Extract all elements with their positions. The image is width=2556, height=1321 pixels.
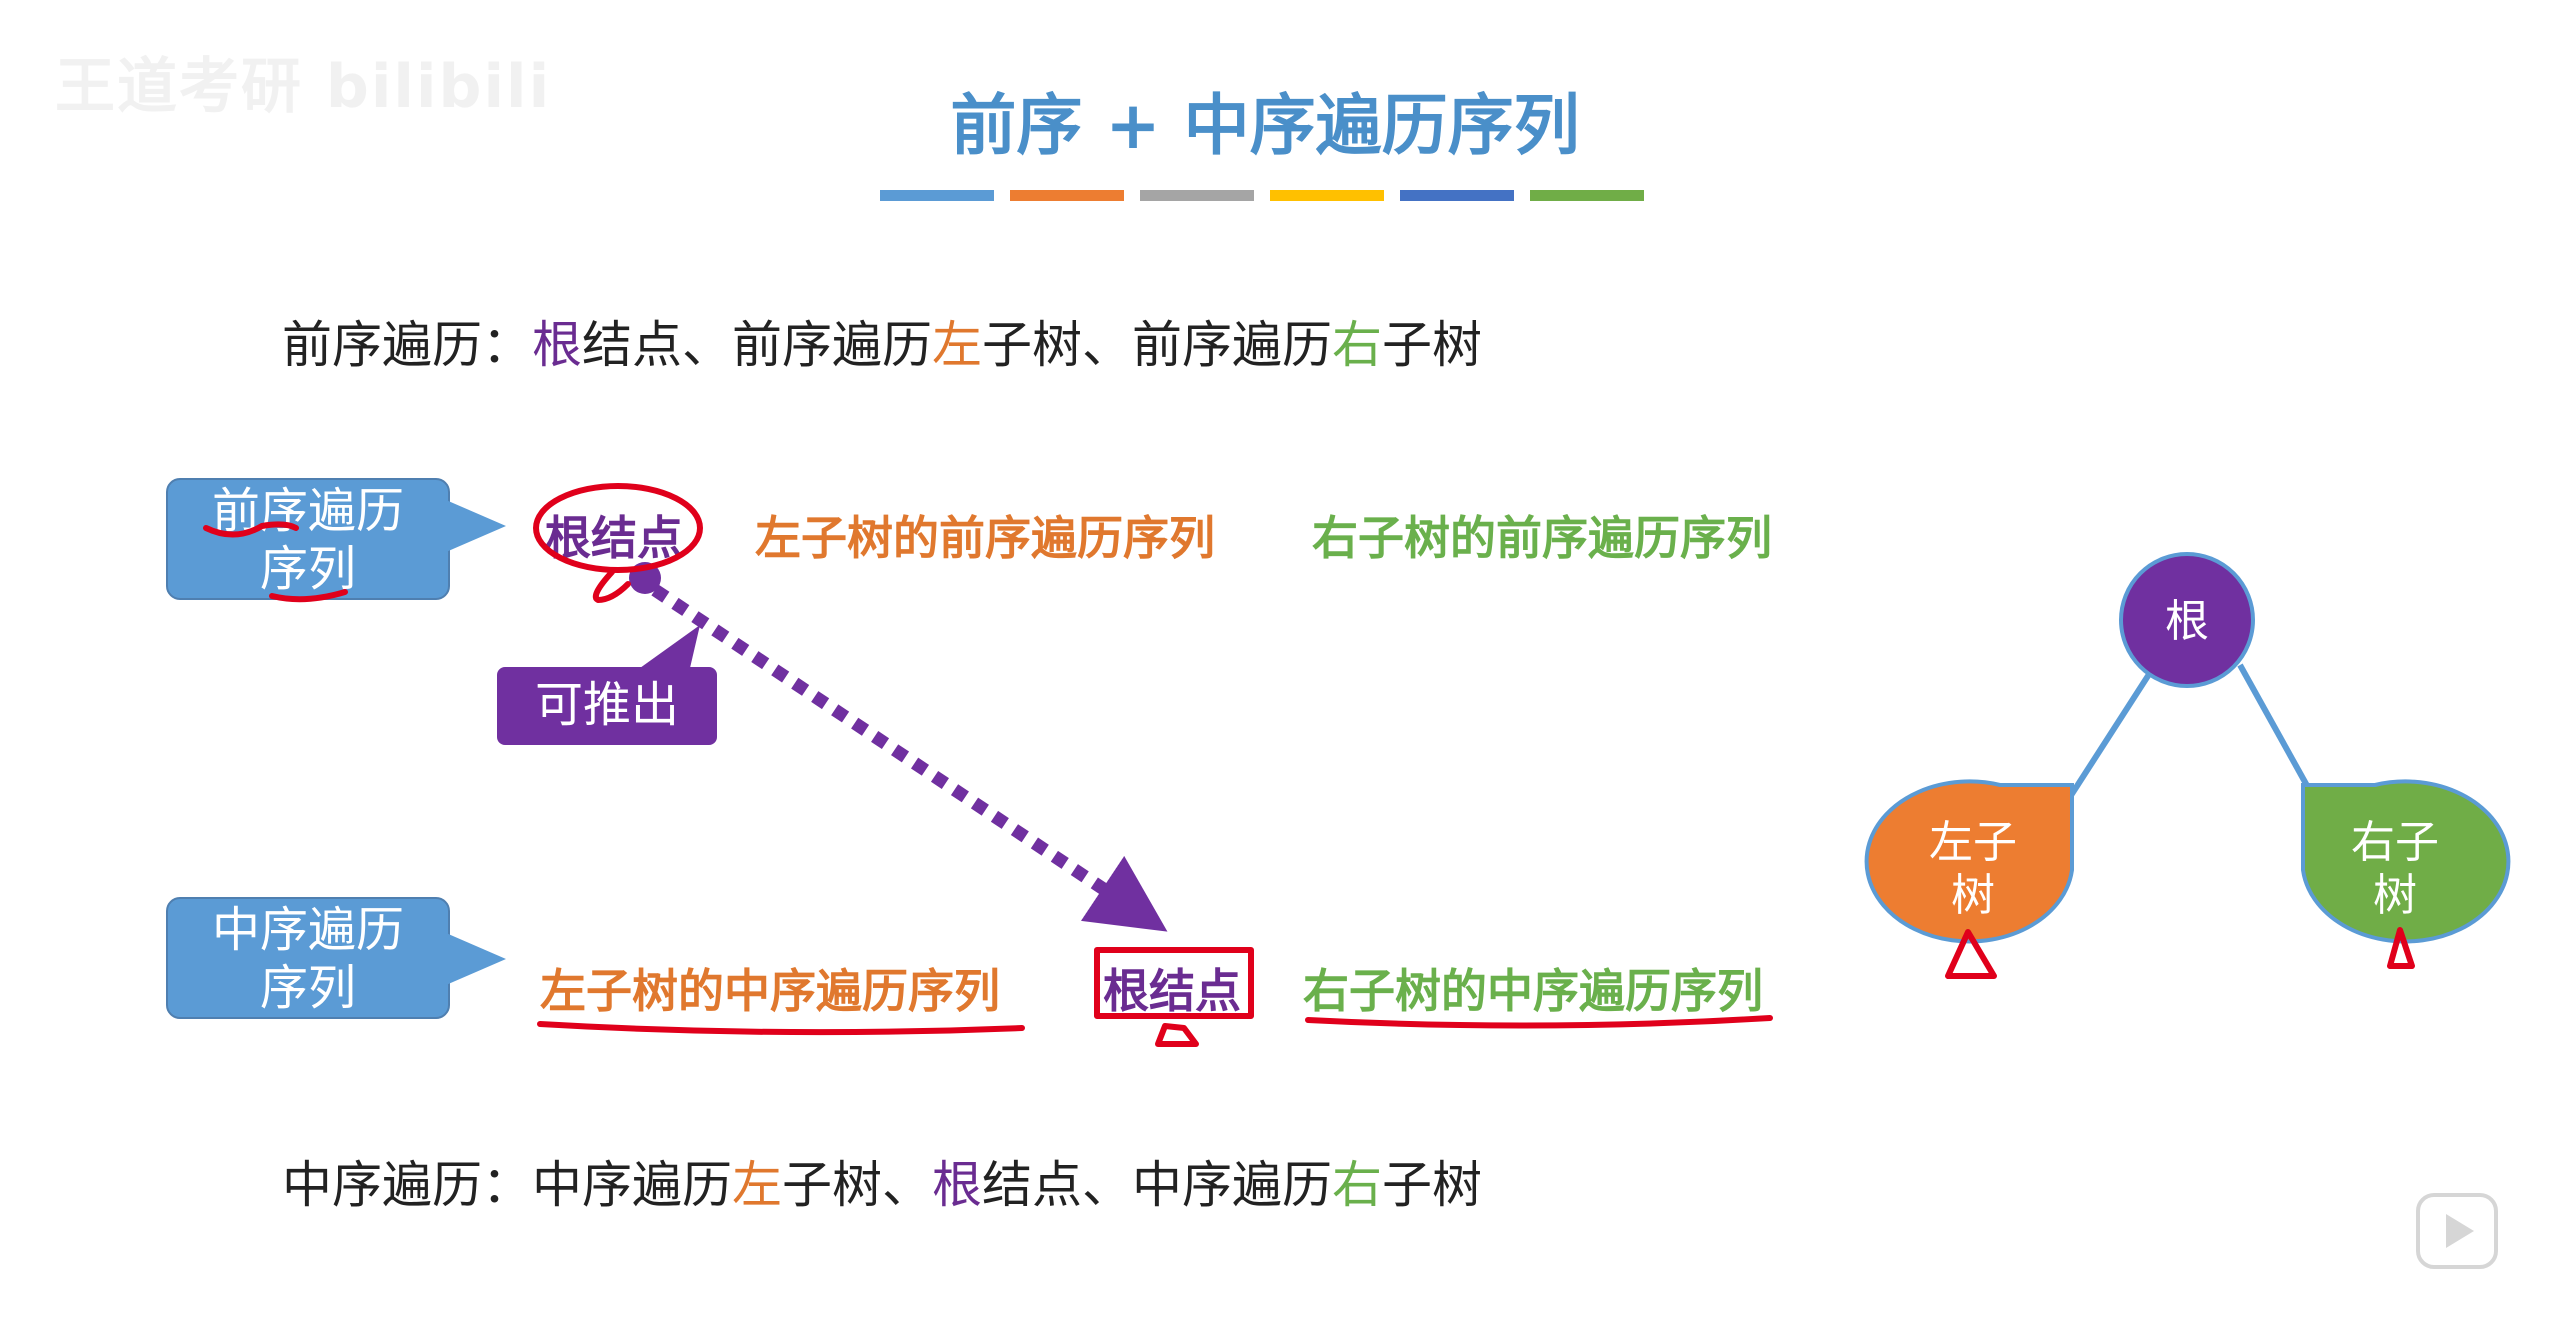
- tree-root-node: [2119, 552, 2255, 688]
- right-subtree-tick: [2387, 927, 2415, 969]
- title-bar: [1270, 190, 1384, 201]
- tree-right-subtree: [2301, 779, 2511, 944]
- tree-right-label-2: 树: [2373, 870, 2417, 921]
- preorder-callout-line1: 前序遍历: [211, 483, 404, 539]
- tree-left-label-2: 树: [1951, 870, 1995, 921]
- inorder-callout-line2: 序列: [259, 960, 356, 1016]
- title-bar: [1400, 190, 1514, 201]
- inorder-root-node: 根结点: [1103, 964, 1241, 1018]
- tree-right-label-1: 右子: [2351, 817, 2439, 868]
- title-color-bars: [880, 190, 1660, 201]
- inorder-def-part1: 子树、: [782, 1156, 932, 1214]
- slide-title: 前序 + 中序遍历序列: [950, 87, 1580, 164]
- tree-left-label-1: 左子: [1929, 817, 2017, 868]
- play-icon[interactable]: [2416, 1193, 2498, 1269]
- preorder-right-subtree-seq: 右子树的前序遍历序列: [1312, 511, 1772, 565]
- title-bar: [880, 190, 994, 201]
- title-bar: [1010, 190, 1124, 201]
- inorder-def-right: 右: [1332, 1156, 1382, 1214]
- inorder-def-part3: 子树: [1382, 1156, 1482, 1214]
- tree-root-label: 根: [2165, 596, 2209, 647]
- preorder-left-subtree-seq: 左子树的前序遍历序列: [755, 511, 1215, 565]
- preorder-def-root: 根: [532, 316, 582, 374]
- inorder-def-prefix: 中序遍历：中序遍历: [282, 1156, 732, 1214]
- inorder-root-tick: [1155, 1023, 1199, 1047]
- title-bar: [1530, 190, 1644, 201]
- inorder-def-left: 左: [732, 1156, 782, 1214]
- inorder-right-subtree-seq: 右子树的中序遍历序列: [1303, 964, 1763, 1018]
- callout-tail: [446, 933, 506, 985]
- preorder-root-tick: [592, 569, 631, 603]
- inorder-def-part2: 结点、中序遍历: [982, 1156, 1332, 1214]
- preorder-def-right: 右: [1332, 316, 1382, 374]
- preorder-callout-line2: 序列: [259, 541, 356, 597]
- inorder-definition: 中序遍历：中序遍历左子树、根结点、中序遍历右子树: [282, 1145, 1482, 1217]
- inorder-left-subtree-seq: 左子树的中序遍历序列: [540, 964, 1000, 1018]
- title-bar: [1140, 190, 1254, 201]
- preorder-def-prefix: 前序遍历：: [282, 316, 532, 374]
- tree-edge-left: [2065, 663, 2158, 802]
- derivation-arrow: [651, 584, 1168, 932]
- inorder-callout-line1: 中序遍历: [211, 902, 404, 958]
- watermark: 王道考研 bilibili: [55, 52, 552, 122]
- preorder-definition: 前序遍历：根结点、前序遍历左子树、前序遍历右子树: [282, 305, 1482, 377]
- derive-callout: 可推出: [497, 667, 717, 745]
- derive-callout-tail: [640, 625, 700, 668]
- tree-edge-right: [2237, 663, 2318, 802]
- callout-tail: [446, 500, 506, 552]
- tree-left-subtree: [1864, 779, 2074, 944]
- inorder-left-underline: [537, 1021, 1025, 1036]
- preorder-sequence-callout: 前序遍历 序列: [166, 478, 506, 600]
- inorder-def-root: 根: [932, 1156, 982, 1214]
- preorder-def-part1: 结点、前序遍历: [582, 316, 932, 374]
- left-subtree-tick: [1945, 929, 1997, 979]
- preorder-root-node: 根结点: [545, 511, 683, 565]
- preorder-def-left: 左: [932, 316, 982, 374]
- preorder-def-part2: 子树、前序遍历: [982, 316, 1332, 374]
- preorder-def-part3: 子树: [1382, 316, 1482, 374]
- inorder-sequence-callout: 中序遍历 序列: [166, 897, 506, 1019]
